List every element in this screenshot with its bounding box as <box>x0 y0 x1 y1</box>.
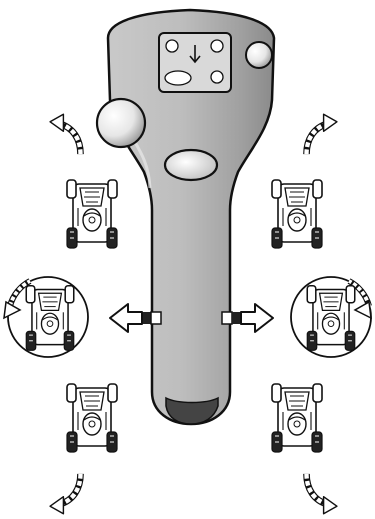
mower-spin-right <box>290 276 372 358</box>
side-ball-button <box>95 97 147 149</box>
lawn-mower-icon <box>66 179 118 249</box>
oval-button-icon <box>163 148 219 182</box>
handle-body <box>106 8 276 426</box>
arrow-left-icon <box>109 303 162 333</box>
rotation-arrow-icon <box>353 300 372 320</box>
curved-arrow-icon <box>307 114 337 154</box>
mower-spin-left <box>3 276 89 358</box>
mower-reverse-right <box>271 383 337 514</box>
arrow-down-icon <box>189 45 201 64</box>
mower-forward-right <box>271 114 337 249</box>
lawn-mower-icon <box>66 383 118 453</box>
mower-reverse-left <box>50 383 118 514</box>
lawn-mower-icon <box>306 284 356 352</box>
grip-cap <box>165 396 219 425</box>
lawn-mower-icon <box>271 179 323 249</box>
curved-arrow-icon <box>307 474 337 514</box>
lawn-mower-icon <box>271 383 323 453</box>
control-panel-icon <box>158 32 232 93</box>
curved-arrow-icon <box>50 474 80 514</box>
curved-arrow-icon <box>50 114 80 154</box>
lawn-mower-icon <box>25 284 75 352</box>
rotation-arrow-icon <box>3 300 22 320</box>
round-button-icon <box>245 41 273 69</box>
arrow-right-icon <box>221 303 274 333</box>
